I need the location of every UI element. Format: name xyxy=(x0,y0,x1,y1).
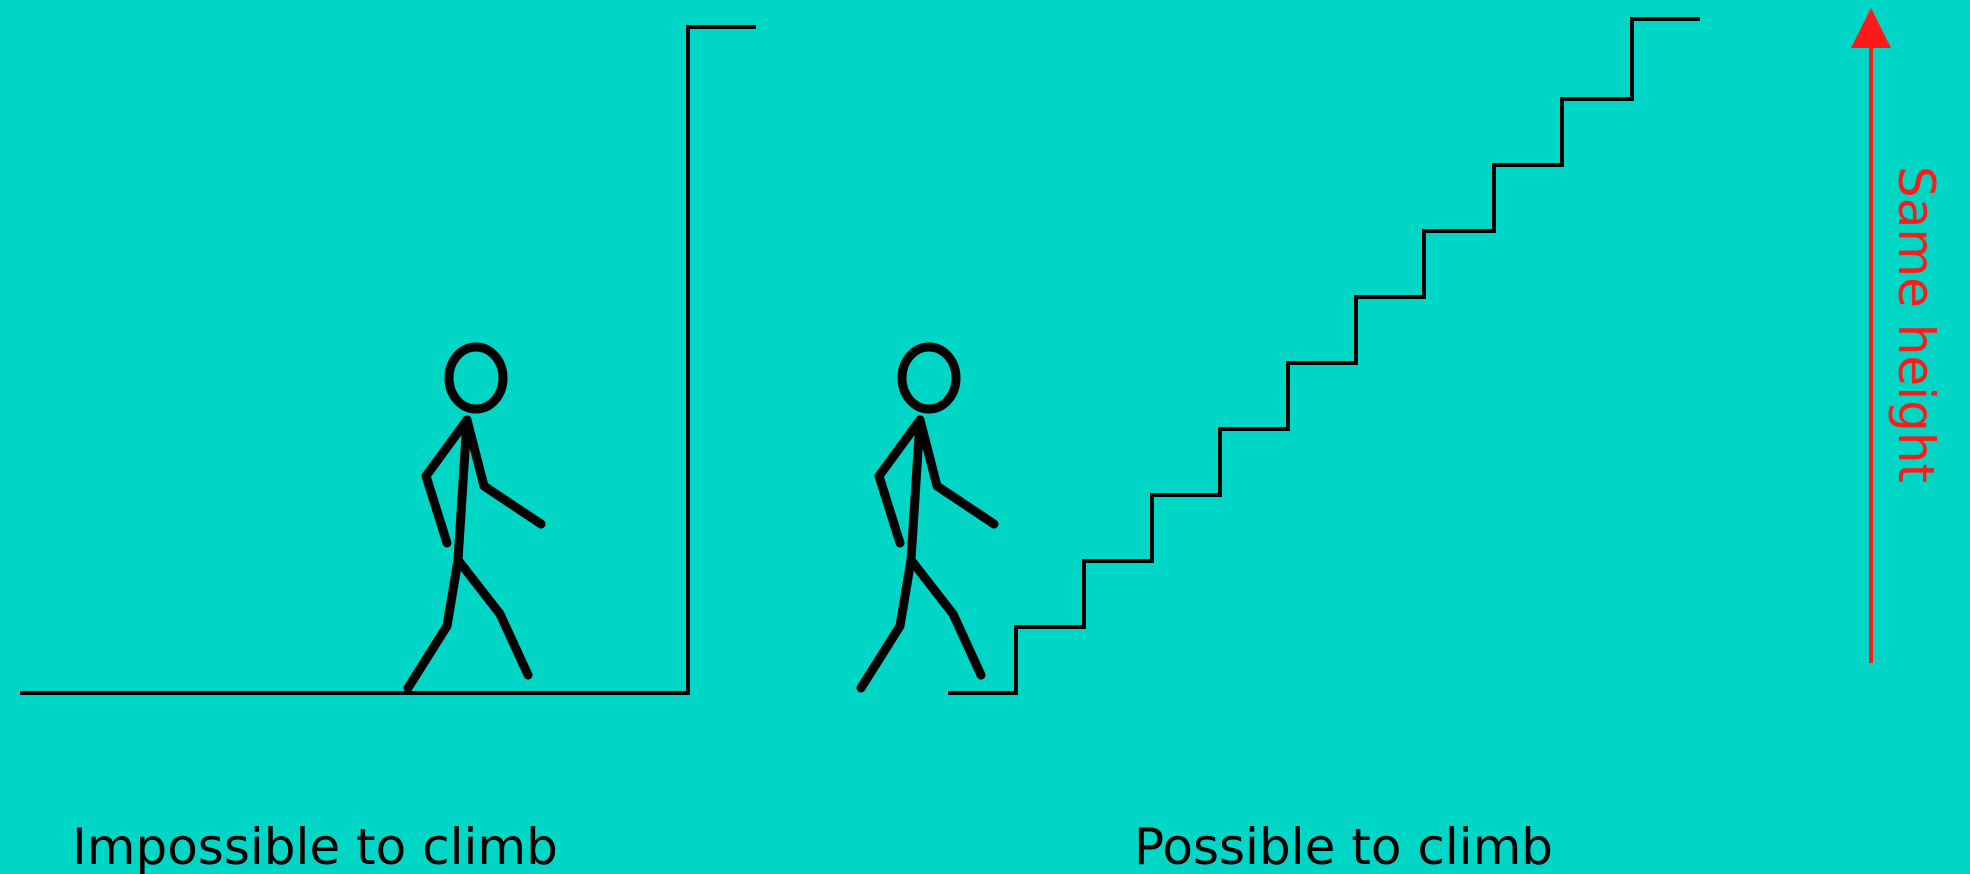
stick-figure-icon-right xyxy=(861,347,994,688)
stick-figure-icon-left xyxy=(408,347,541,688)
caption-possible: Possible to climb xyxy=(1134,822,1553,872)
left-floor-and-wall xyxy=(20,27,756,693)
same-height-label: Same height xyxy=(1891,166,1941,483)
staircase xyxy=(948,19,1700,693)
caption-impossible: Impossible to climb xyxy=(72,822,558,872)
